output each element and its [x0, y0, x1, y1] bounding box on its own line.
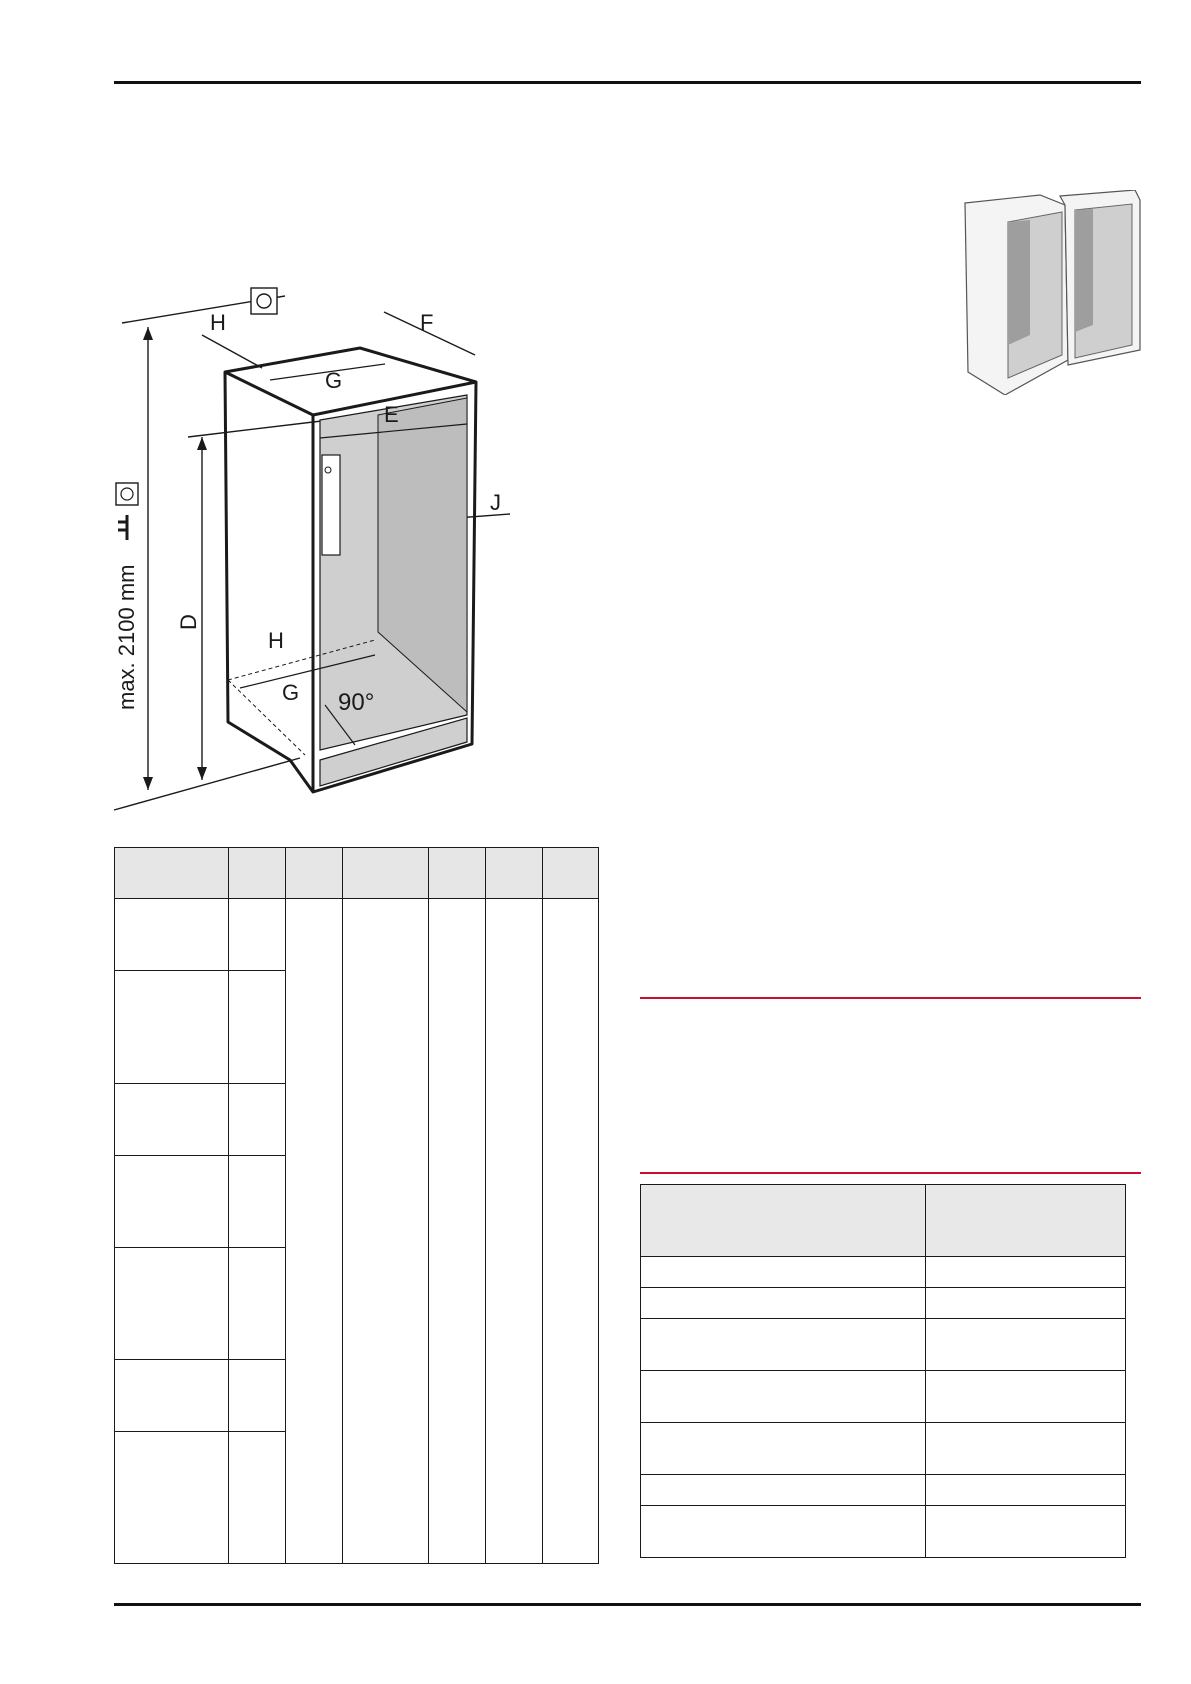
plinth-panel	[319, 717, 468, 787]
label-G-top: G	[325, 368, 342, 393]
table-cell	[925, 1287, 1126, 1319]
header-cell	[342, 847, 429, 899]
cabinet-outline	[223, 346, 478, 794]
table-cell	[228, 1155, 286, 1248]
label-E: E	[384, 402, 399, 427]
label-height-max: max. 2100 mm	[114, 565, 139, 711]
plug-icon	[118, 515, 129, 540]
header-cell	[542, 847, 599, 899]
table-cell	[640, 1256, 926, 1288]
table-cell	[925, 1505, 1126, 1558]
table-cell	[228, 898, 286, 971]
table-cell	[640, 1422, 926, 1475]
dashed-base-guides	[227, 639, 376, 756]
table-header-row	[640, 1184, 1126, 1257]
table-cell	[114, 1359, 229, 1432]
table-row	[114, 1083, 599, 1156]
installation-diagram: max. 2100 mm D E F G H J H G 90°	[113, 287, 511, 811]
table-cell	[428, 898, 486, 1564]
table-cell	[285, 898, 343, 1564]
table-cell	[114, 1431, 229, 1564]
table-cell	[228, 1359, 286, 1432]
table-cell	[640, 1318, 926, 1371]
table-cell	[114, 898, 229, 971]
label-J: J	[490, 490, 501, 515]
table-row	[114, 1155, 599, 1248]
table-cell	[925, 1422, 1126, 1475]
side-by-side-cabinets-icon	[964, 190, 1141, 395]
table-cell	[114, 1247, 229, 1360]
table-cell	[114, 970, 229, 1084]
spec-table	[640, 1184, 1126, 1558]
table-cell	[228, 1083, 286, 1156]
label-H-top: H	[210, 310, 226, 335]
table-row	[114, 1431, 599, 1564]
table-cell	[640, 1474, 926, 1506]
wall-outlet-icon	[250, 287, 278, 315]
bottom-rule	[114, 1603, 1141, 1606]
table-row	[640, 1318, 1126, 1371]
table-row	[640, 1256, 1126, 1288]
table-cell	[228, 970, 286, 1084]
table-cell	[228, 1247, 286, 1360]
table-cell	[640, 1370, 926, 1423]
table-cell	[925, 1370, 1126, 1423]
label-G-bottom: G	[282, 680, 299, 705]
arrowheads	[143, 327, 207, 790]
table-row	[640, 1505, 1126, 1558]
table-cell	[640, 1505, 926, 1558]
table-row	[114, 970, 599, 1084]
header-cell	[640, 1184, 926, 1257]
label-D: D	[176, 614, 201, 630]
label-F: F	[420, 310, 433, 335]
table-cell	[925, 1256, 1126, 1288]
dimensions-table	[114, 847, 599, 1564]
table-row	[640, 1474, 1126, 1506]
table-row	[640, 1287, 1126, 1319]
top-rule	[114, 81, 1141, 84]
inner-dimension-arrows	[239, 363, 468, 746]
label-angle: 90°	[338, 689, 374, 716]
table-row	[640, 1422, 1126, 1475]
header-cell	[228, 847, 286, 899]
table-row	[114, 898, 599, 1564]
mounting-bracket	[321, 454, 341, 556]
section-red-rule	[640, 997, 1141, 999]
table-cell	[114, 1083, 229, 1156]
table-row	[114, 1359, 599, 1432]
header-cell	[285, 847, 343, 899]
header-cell	[428, 847, 486, 899]
header-cell	[114, 847, 229, 899]
section-red-rule	[640, 1172, 1141, 1174]
label-H-bottom: H	[268, 628, 284, 653]
header-cell	[485, 847, 543, 899]
table-cell	[485, 898, 543, 1564]
table-cell	[925, 1318, 1126, 1371]
table-cell	[925, 1474, 1126, 1506]
table-row	[640, 1370, 1126, 1423]
table-cell	[542, 898, 599, 1564]
table-cell	[228, 1431, 286, 1564]
table-cell	[342, 898, 429, 1564]
table-header-row	[114, 847, 599, 899]
table-cell	[114, 1155, 229, 1248]
table-cell	[640, 1287, 926, 1319]
socket-icon	[115, 482, 139, 506]
header-cell	[925, 1184, 1126, 1257]
cabinet-back-wall	[377, 397, 468, 714]
